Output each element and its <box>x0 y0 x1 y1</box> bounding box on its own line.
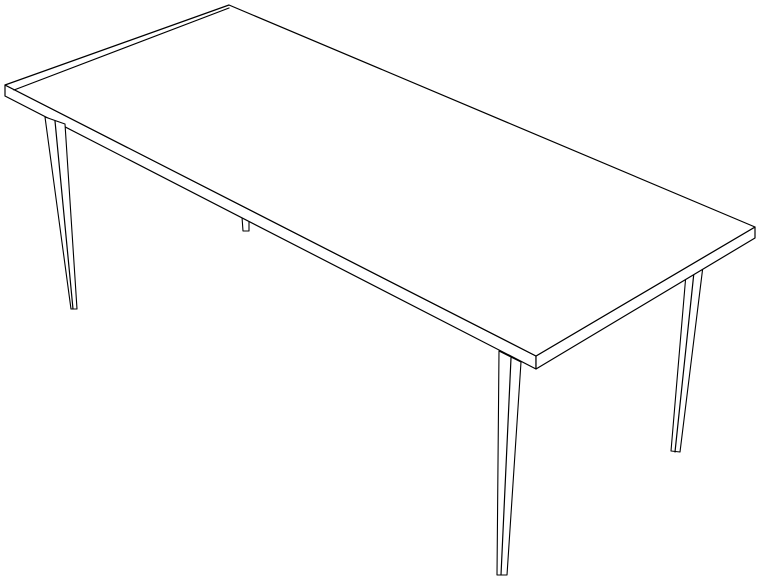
table-leg-front-right <box>496 350 522 576</box>
table-leg-front-left <box>44 116 78 310</box>
tabletop-surface <box>4 4 756 357</box>
table-leg-back-right <box>670 265 704 453</box>
